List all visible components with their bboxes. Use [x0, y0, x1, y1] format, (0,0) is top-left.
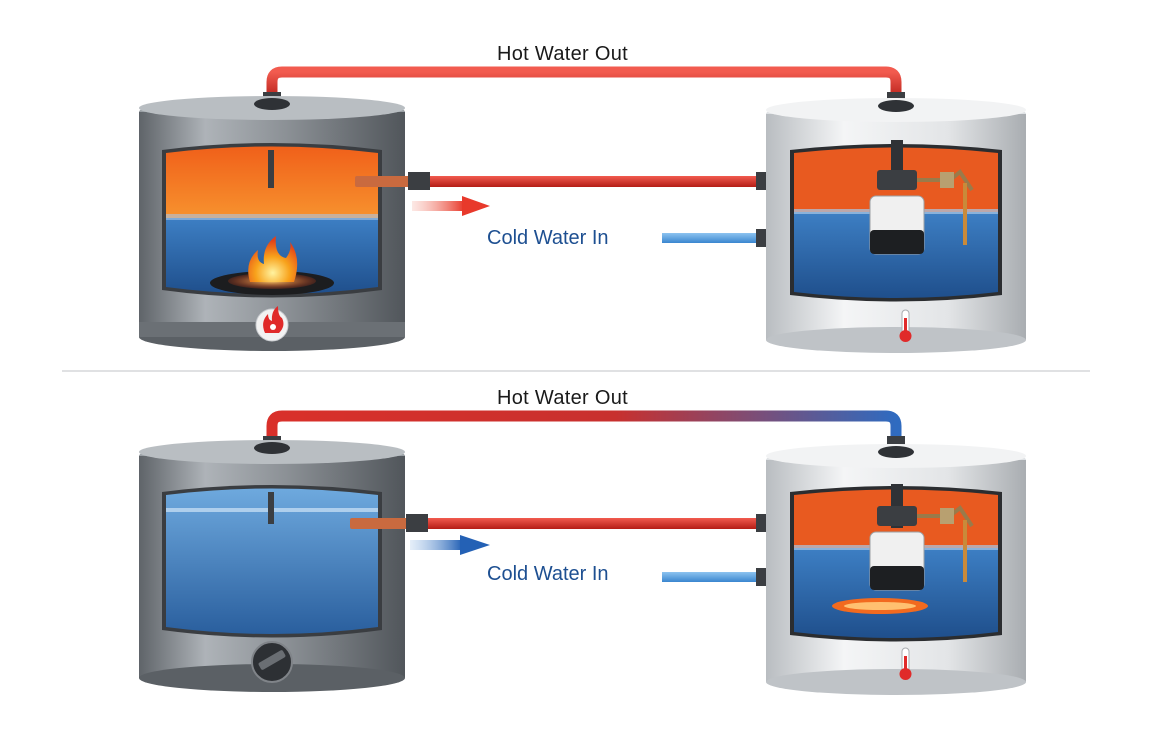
top-panel: [139, 66, 1026, 353]
hot-pipe-stub: [350, 518, 408, 529]
left-tank-storage: [139, 440, 405, 692]
flow-arrow-icon: [410, 535, 490, 555]
cold-water-in-pipe: [662, 233, 760, 243]
pipe-connector: [406, 514, 428, 532]
bottom-panel: [139, 410, 1026, 695]
thermometer-icon: [899, 309, 912, 342]
hot-pipe-stub: [355, 176, 410, 187]
hot-water-out-pipe: [266, 66, 902, 100]
hot-connecting-pipe: [428, 518, 758, 529]
cold-water-in-pipe: [662, 572, 760, 582]
valve-knob-icon: [251, 641, 293, 683]
cold-water-in-label: Cold Water In: [487, 563, 609, 585]
hot-connecting-pipe: [430, 176, 758, 187]
thermometer-icon: [899, 647, 912, 680]
right-tank-electric-heater: [766, 98, 1026, 353]
left-tank-gas-heater: [139, 96, 405, 351]
cold-water-in-label: Cold Water In: [487, 227, 609, 249]
flow-arrow-icon: [412, 196, 490, 216]
flame-icon: [248, 236, 298, 282]
flame-badge-icon: [255, 306, 289, 342]
hot-water-out-label: Hot Water Out: [497, 43, 628, 65]
pipe-connector: [408, 172, 430, 190]
right-tank-electric-heater: [766, 444, 1026, 695]
hot-water-out-label: Hot Water Out: [497, 387, 628, 409]
hot-water-out-pipe: [266, 410, 902, 444]
